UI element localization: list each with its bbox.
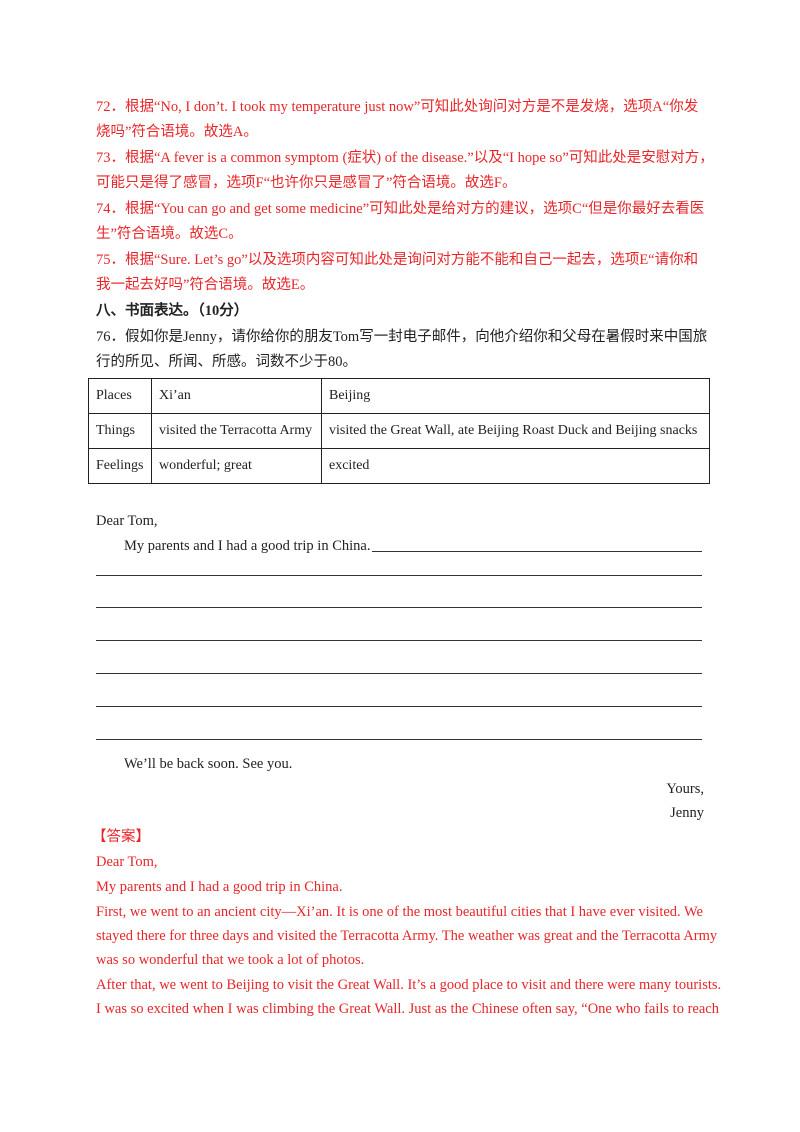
table-cell: excited bbox=[321, 448, 710, 484]
table-row: Feelings wonderful; great excited bbox=[88, 448, 710, 484]
explanation-72-line-1: 72．根据“No, I don’t. I took my temperature… bbox=[96, 99, 699, 115]
section-heading: 八、书面表达。（10分） bbox=[96, 303, 249, 319]
answer-paragraph-1-line-3: was so wonderful that we took a lot of p… bbox=[96, 952, 365, 968]
answer-opening: My parents and I had a good trip in Chin… bbox=[96, 879, 343, 895]
answer-tag: 【答案】 bbox=[92, 829, 150, 845]
question-76-line-1: 76．假如你是Jenny，请你给你的朋友Tom写一封电子邮件，向他介绍你和父母在… bbox=[96, 329, 708, 345]
answer-paragraph-1-line-1: First, we went to an ancient city—Xi’an.… bbox=[96, 904, 703, 920]
writing-line[interactable] bbox=[96, 706, 702, 707]
explanation-75-line-1: 75．根据“Sure. Let’s go”以及选项内容可知此处是询问对方能不能和… bbox=[96, 252, 699, 268]
letter-signature: Jenny bbox=[670, 805, 704, 821]
explanation-74-line-2: 生”符合语境。故选C。 bbox=[96, 226, 243, 242]
explanation-72-line-2: 烧吗”符合语境。故选A。 bbox=[96, 124, 258, 140]
answer-paragraph-2-line-2: I was so excited when I was climbing the… bbox=[96, 1001, 719, 1017]
explanation-73-line-1: 73．根据“A fever is a common symptom (症状) o… bbox=[96, 150, 714, 166]
question-76-line-2: 行的所见、所闻、所感。词数不少于80。 bbox=[96, 354, 357, 370]
writing-line[interactable] bbox=[96, 739, 702, 740]
explanation-74-line-1: 74．根据“You can go and get some medicine”可… bbox=[96, 201, 705, 217]
explanation-73-line-2: 可能只是得了感冒，选项F“也许你只是感冒了”符合语境。故选F。 bbox=[96, 175, 517, 191]
answer-paragraph-1-line-2: stayed there for three days and visited … bbox=[96, 928, 718, 944]
table-cell: Places bbox=[88, 378, 152, 414]
table-row: Places Xi’an Beijing bbox=[88, 378, 710, 414]
writing-line[interactable] bbox=[96, 673, 702, 674]
info-table: Places Xi’an Beijing Things visited the … bbox=[88, 378, 710, 484]
answer-paragraph-2-line-1: After that, we went to Beijing to visit … bbox=[96, 977, 722, 993]
writing-line[interactable] bbox=[96, 607, 702, 608]
writing-line[interactable] bbox=[96, 575, 702, 576]
table-cell: visited the Terracotta Army bbox=[151, 413, 322, 449]
writing-line[interactable] bbox=[372, 551, 702, 552]
letter-signoff: Yours, bbox=[666, 781, 704, 797]
answer-greeting: Dear Tom, bbox=[96, 854, 158, 870]
table-row: Things visited the Terracotta Army visit… bbox=[88, 413, 710, 449]
letter-closing: We’ll be back soon. See you. bbox=[124, 756, 293, 772]
table-cell: visited the Great Wall, ate Beijing Roas… bbox=[321, 413, 710, 449]
writing-line[interactable] bbox=[96, 640, 702, 641]
table-cell: Beijing bbox=[321, 378, 710, 414]
explanation-75-line-2: 我一起去好吗”符合语境。故选E。 bbox=[96, 277, 315, 293]
letter-opening: My parents and I had a good trip in Chin… bbox=[124, 538, 371, 554]
table-cell: wonderful; great bbox=[151, 448, 322, 484]
table-cell: Xi’an bbox=[151, 378, 322, 414]
letter-greeting: Dear Tom, bbox=[96, 513, 158, 529]
table-cell: Feelings bbox=[88, 448, 152, 484]
table-cell: Things bbox=[88, 413, 152, 449]
